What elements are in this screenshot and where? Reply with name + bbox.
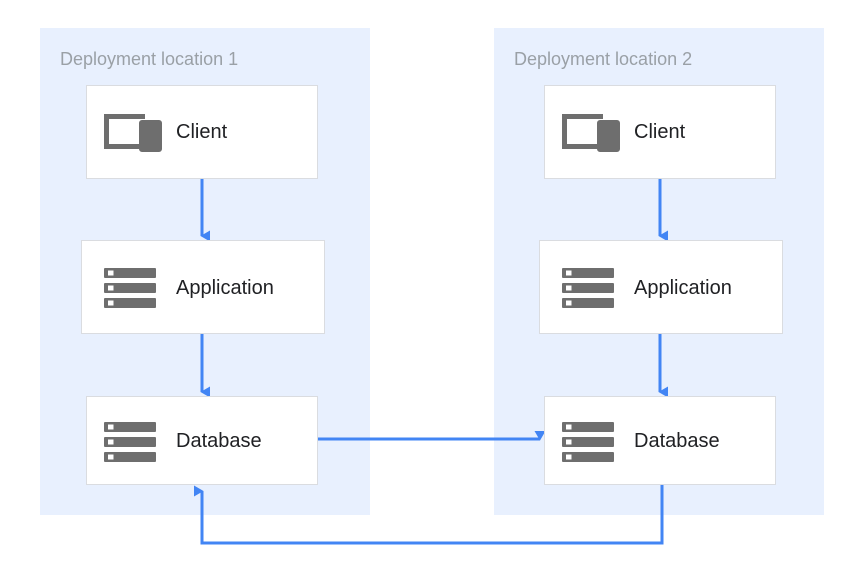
server-icon	[562, 422, 614, 462]
node-database-1[interactable]: Database	[86, 396, 318, 485]
node-application-1[interactable]: Application	[81, 240, 325, 334]
node-database-1-label: Database	[176, 430, 262, 452]
node-client-1[interactable]: Client	[86, 85, 318, 179]
node-client-1-label: Client	[176, 121, 228, 143]
node-database-2[interactable]: Database	[544, 396, 776, 485]
node-client-2[interactable]: Client	[544, 85, 776, 179]
node-application-1-label: Application	[176, 277, 274, 299]
deployment-location-1-title: Deployment location 1	[60, 49, 239, 69]
node-application-2-label: Application	[634, 277, 732, 299]
node-database-2-label: Database	[634, 430, 720, 452]
server-icon	[104, 268, 156, 308]
node-client-2-label: Client	[634, 121, 686, 143]
server-icon	[562, 268, 614, 308]
devices-icon	[562, 114, 620, 152]
node-application-2[interactable]: Application	[539, 240, 783, 334]
server-icon	[104, 422, 156, 462]
deployment-location-2-title: Deployment location 2	[514, 49, 693, 69]
devices-icon	[104, 114, 162, 152]
